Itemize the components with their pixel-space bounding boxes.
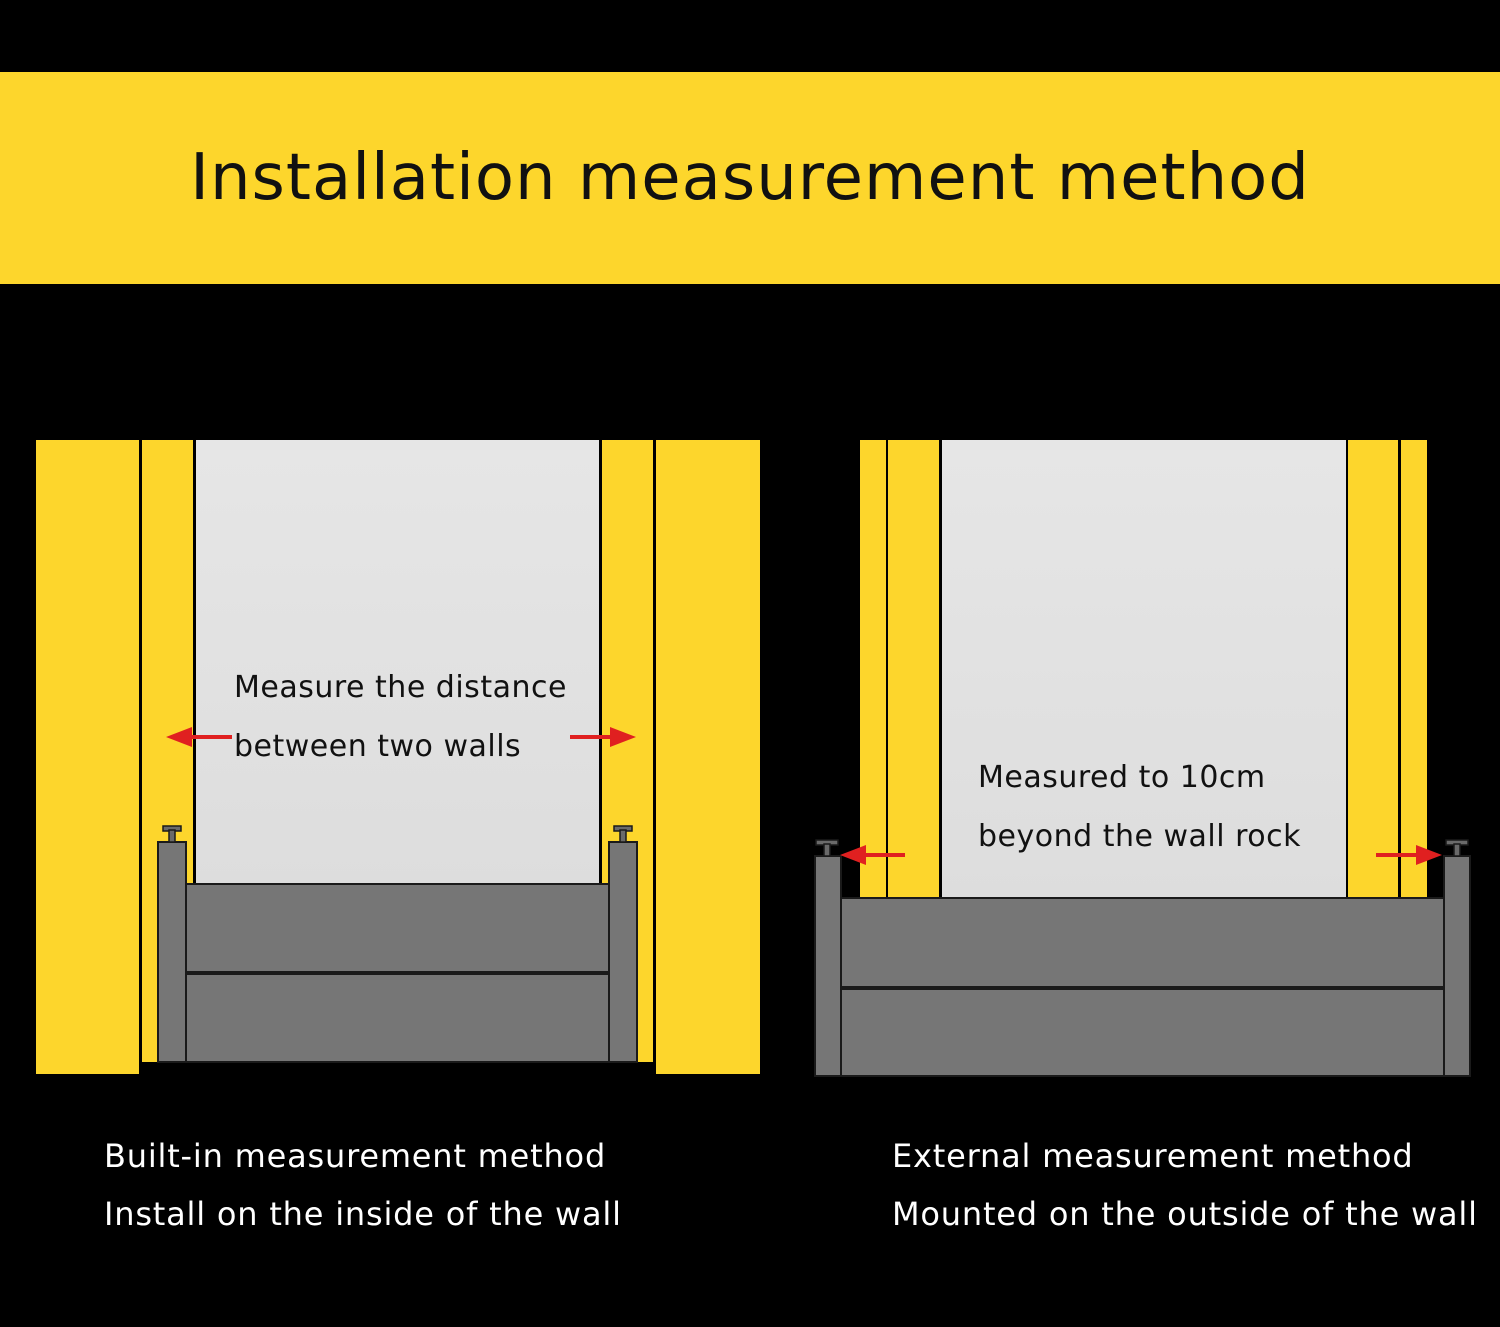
right-wall-outer-left	[860, 440, 886, 898]
left-caption-subtitle: Install on the inside of the wall	[104, 1195, 622, 1233]
right-arrow-left	[840, 845, 905, 865]
left-post-right	[608, 841, 638, 1063]
right-post-cap-right	[1445, 839, 1469, 857]
left-caption-title: Built-in measurement method	[104, 1137, 607, 1175]
left-wall-outer-right	[656, 440, 760, 1074]
right-gate-panel-bottom	[840, 988, 1445, 1077]
left-measure-label-line2: between two walls	[234, 729, 522, 764]
left-gate-panel-top	[185, 883, 610, 973]
right-wall-outer-right	[1401, 440, 1427, 898]
left-diagram	[36, 440, 760, 1076]
left-measure-label-line1: Measure the distance	[234, 670, 567, 705]
right-gate-panel-top	[840, 897, 1445, 988]
right-caption-subtitle: Mounted on the outside of the wall	[892, 1195, 1478, 1233]
right-post-cap-left	[815, 839, 839, 857]
right-caption-title: External measurement method	[892, 1137, 1414, 1175]
right-opening-panel	[942, 440, 1346, 898]
right-post-right	[1443, 855, 1471, 1077]
right-measure-label-line1: Measured to 10cm	[978, 760, 1266, 795]
left-post-cap-left	[162, 825, 182, 843]
left-arrow-left	[166, 727, 232, 747]
left-arrow-right	[570, 727, 636, 747]
right-diagram	[814, 440, 1471, 1077]
left-wall-outer-left	[36, 440, 139, 1074]
left-post-left	[157, 841, 187, 1063]
right-wall-inner-left	[888, 440, 939, 898]
page-title: Installation measurement method	[190, 141, 1310, 215]
left-post-cap-right	[613, 825, 633, 843]
right-arrow-right	[1376, 845, 1442, 865]
title-banner	[0, 72, 1500, 284]
left-opening-panel	[196, 440, 599, 886]
right-wall-inner-right	[1348, 440, 1398, 898]
left-floor	[139, 1062, 656, 1076]
right-measure-label-line2: beyond the wall rock	[978, 819, 1301, 854]
left-gate-panel-bottom	[185, 973, 610, 1063]
right-post-left	[814, 855, 842, 1077]
